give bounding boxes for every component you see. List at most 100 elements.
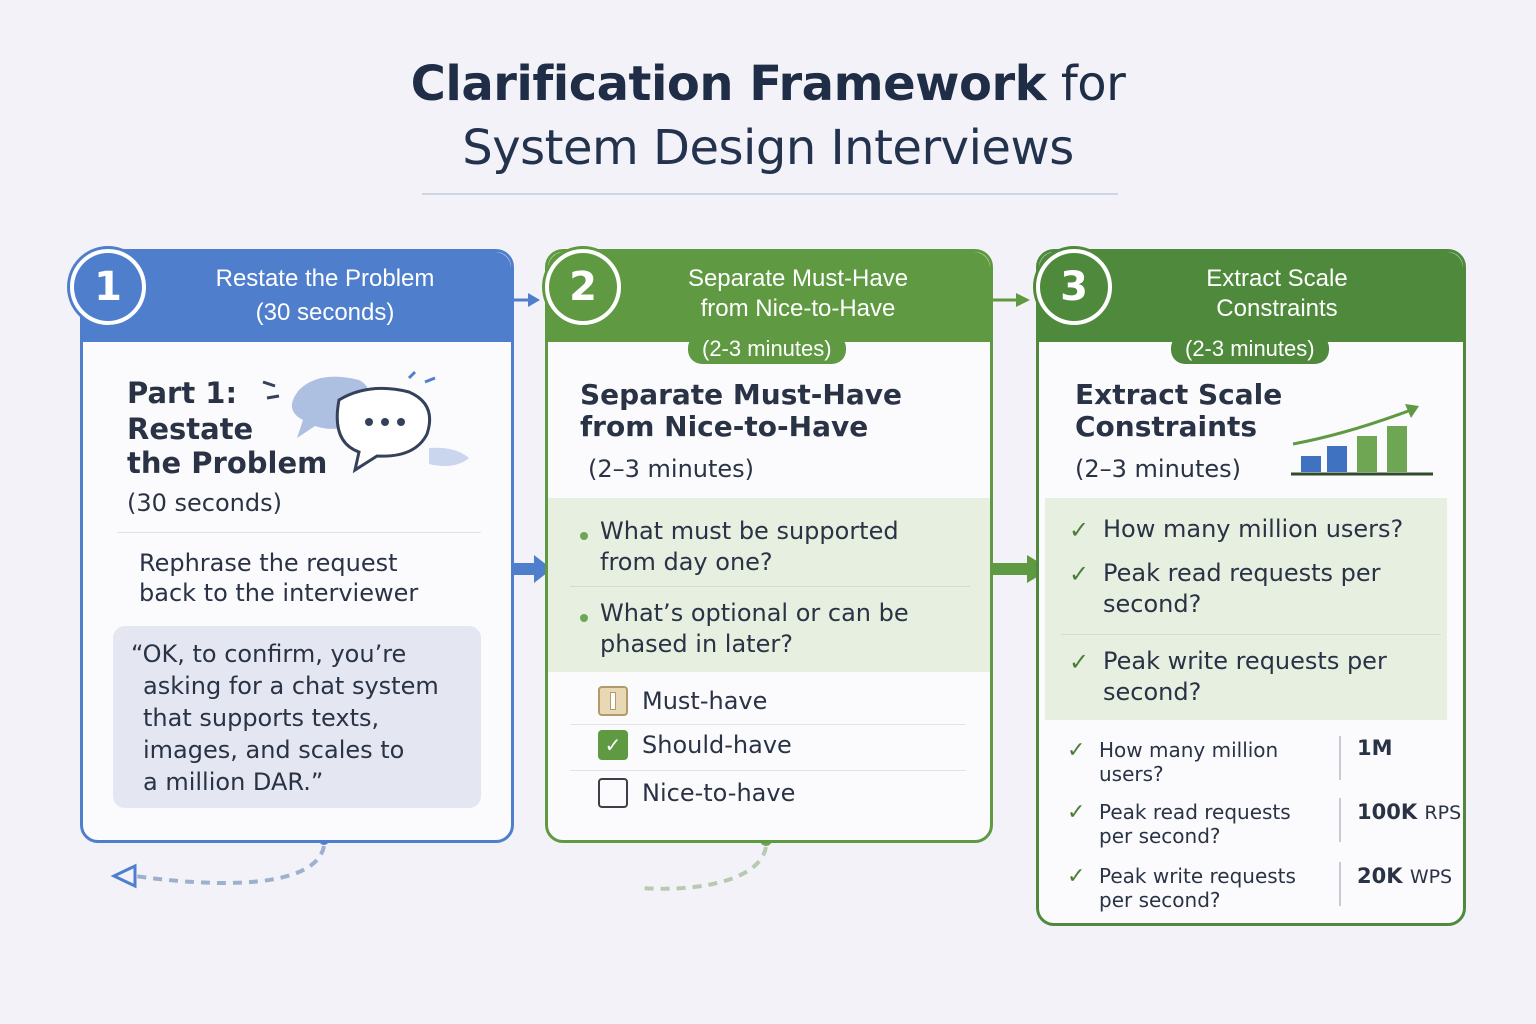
unchecked-checkbox-icon[interactable]	[598, 778, 628, 808]
step-1-number-badge: 1	[67, 246, 149, 328]
value-unit: RPS	[1424, 802, 1462, 824]
step-3-time-pill: (2-3 minutes)	[1171, 334, 1329, 364]
step-1-divider	[117, 532, 481, 533]
question-line: second?	[1103, 678, 1202, 706]
step-1-duration: (30 seconds)	[127, 489, 282, 517]
chat-bubbles-icon	[262, 370, 469, 474]
step-3-questions-band	[1045, 498, 1447, 720]
quote-line: that supports texts,	[143, 704, 380, 732]
step-3-heading-line1: Extract Scale	[1075, 378, 1283, 411]
step-3-question-3: Peak write requests per second?	[1103, 646, 1387, 708]
question-line: second?	[1103, 590, 1202, 618]
value-number: 100K	[1357, 800, 1418, 824]
step-3-heading-line2: Constraints	[1075, 410, 1258, 443]
step-3-question-1: How many million users?	[1103, 514, 1403, 545]
step-2-question-divider	[570, 586, 970, 587]
question-line: phased in later?	[600, 630, 793, 658]
checked-checkbox-icon[interactable]: ✓	[598, 730, 628, 760]
priority-label: Should-have	[642, 731, 792, 759]
check-icon: ✓	[1067, 800, 1086, 825]
check-icon: ✓	[1067, 738, 1086, 763]
title-divider	[422, 193, 1118, 195]
step-1-heading-line1: Part 1:	[127, 376, 238, 410]
question-line: What must be supported	[600, 517, 899, 545]
constraint-question: users?	[1099, 762, 1164, 786]
table-column-divider	[1339, 736, 1341, 780]
step-card-scale: Extract Scale Constraints (2-3 minutes) …	[1033, 246, 1466, 926]
question-line: Peak write requests per	[1103, 647, 1387, 675]
bullet-icon	[580, 532, 588, 540]
step-2-question-1: What must be supported from day one?	[600, 516, 899, 578]
priority-must-have[interactable]: Must-have	[598, 686, 767, 716]
step-2-questions-band	[548, 498, 990, 672]
growth-bar-chart-icon	[1291, 404, 1433, 476]
constraint-row: How many million users?	[1099, 738, 1278, 786]
quote-line: asking for a chat system	[143, 672, 439, 700]
indeterminate-checkbox-icon[interactable]	[598, 686, 628, 716]
step-3-number-badge: 3	[1033, 246, 1115, 328]
constraint-row: Peak read requests per second?	[1099, 800, 1291, 848]
step-1-description-line1: Rephrase the request	[139, 549, 398, 577]
priority-label: Must-have	[642, 687, 768, 715]
quote-line: a million DAR.”	[143, 768, 324, 796]
step-card-prioritize: Separate Must-Have from Nice-to-Have (2-…	[542, 246, 993, 843]
priority-should-have[interactable]: ✓ Should-have	[598, 730, 792, 760]
priority-label: Nice-to-have	[642, 779, 796, 807]
page-title: Clarification Framework for System Desig…	[0, 52, 1536, 180]
check-icon: ✓	[1069, 516, 1090, 544]
table-column-divider	[1339, 798, 1341, 842]
priority-divider	[570, 770, 966, 771]
title-line2: System Design Interviews	[462, 120, 1074, 176]
step-1-number: 1	[74, 253, 142, 321]
step-2-duration: (2–3 minutes)	[588, 455, 755, 483]
step-1-description-line2: back to the interviewer	[139, 579, 419, 607]
check-icon: ✓	[1069, 648, 1090, 676]
question-line: What’s optional or can be	[600, 599, 909, 627]
constraint-question: per second?	[1099, 888, 1221, 912]
step-2-number-badge: 2	[542, 246, 624, 328]
step-3-question-divider	[1061, 634, 1441, 635]
constraint-value: 100K RPS	[1357, 800, 1461, 824]
priority-nice-to-have[interactable]: Nice-to-have	[598, 778, 795, 808]
step-2-number: 2	[549, 253, 617, 321]
constraint-value: 20K WPS	[1357, 864, 1452, 888]
constraint-question: Peak read requests	[1099, 800, 1291, 824]
constraint-row: Peak write requests per second?	[1099, 864, 1296, 912]
arrow-top-1-2-icon	[514, 293, 540, 307]
arrow-mid-1-2-icon	[514, 555, 552, 583]
step-card-restate: Restate the Problem (30 seconds) 1 Part …	[67, 246, 514, 843]
value-number: 20K	[1357, 864, 1403, 888]
constraint-question: How many million	[1099, 738, 1279, 762]
step-3-header-line2: Constraints	[1216, 295, 1338, 322]
check-icon: ✓	[1069, 560, 1090, 588]
step-2-heading-line2: from Nice-to-Have	[580, 410, 869, 443]
value-number: 1M	[1357, 736, 1393, 760]
step-1-header-line2: (30 seconds)	[255, 299, 395, 326]
value-unit: WPS	[1409, 866, 1453, 888]
step-2-question-2: What’s optional or can be phased in late…	[600, 598, 909, 660]
step-2-heading-line1: Separate Must-Have	[580, 378, 902, 411]
bullet-icon	[580, 614, 588, 622]
step-3-number: 3	[1040, 253, 1108, 321]
step-3-header-line1: Extract Scale	[1206, 265, 1348, 292]
step-1-heading-line3: the Problem	[127, 446, 328, 480]
question-line: How many million users?	[1103, 515, 1404, 543]
quote-line: images, and scales to	[143, 736, 405, 764]
arrow-top-2-3-icon	[993, 293, 1030, 307]
step-2-header-line1: Separate Must-Have	[687, 265, 909, 292]
title-bold: Clarification Framework	[410, 56, 1047, 112]
step-3-question-2: Peak read requests per second?	[1103, 558, 1381, 620]
table-column-divider	[1339, 862, 1341, 906]
step-2-time-pill: (2-3 minutes)	[688, 334, 846, 364]
constraint-value: 1M	[1357, 736, 1393, 760]
step-2-header-line2: from Nice-to-Have	[700, 295, 896, 322]
step-3-duration: (2–3 minutes)	[1075, 455, 1242, 483]
constraint-question: Peak write requests	[1099, 864, 1296, 888]
question-line: Peak read requests per	[1103, 559, 1381, 587]
question-line: from day one?	[600, 548, 773, 576]
constraint-question: per second?	[1099, 824, 1221, 848]
step-1-quote: “OK, to confirm, you’re asking for a cha…	[113, 626, 481, 808]
step-1-heading-line2: Restate	[127, 412, 254, 446]
check-icon: ✓	[1067, 864, 1086, 889]
step-1-header: Restate the Problem (30 seconds)	[83, 252, 511, 342]
